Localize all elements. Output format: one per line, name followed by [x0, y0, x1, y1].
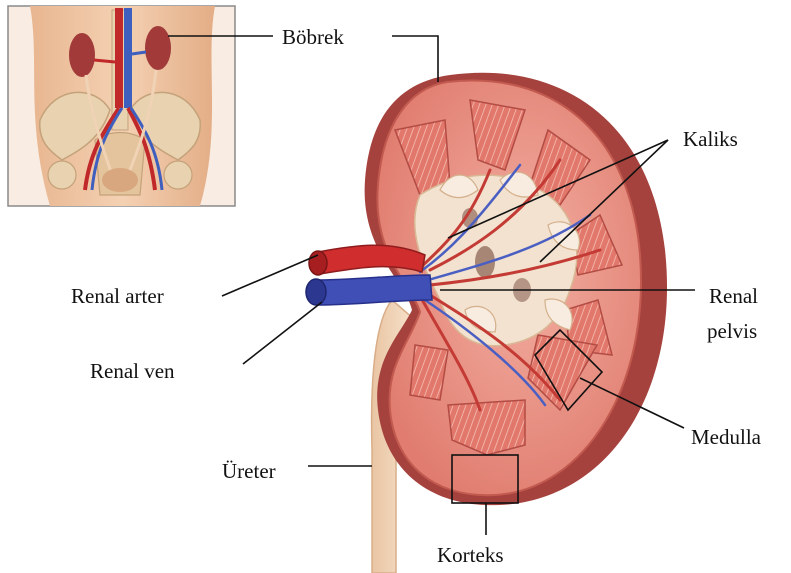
- label-bobrek: Böbrek: [282, 27, 344, 48]
- label-medulla: Medulla: [691, 427, 761, 448]
- label-ureter: Üreter: [222, 461, 276, 482]
- renal-vein-shape: [315, 275, 432, 305]
- label-kaliks: Kaliks: [683, 129, 738, 150]
- label-renal-arter: Renal arter: [71, 286, 164, 307]
- label-renal-pelvis-line1: Renal: [709, 286, 758, 307]
- label-korteks: Korteks: [437, 545, 504, 566]
- label-renal-ven: Renal ven: [90, 361, 175, 382]
- label-renal-pelvis-line2: pelvis: [707, 321, 757, 342]
